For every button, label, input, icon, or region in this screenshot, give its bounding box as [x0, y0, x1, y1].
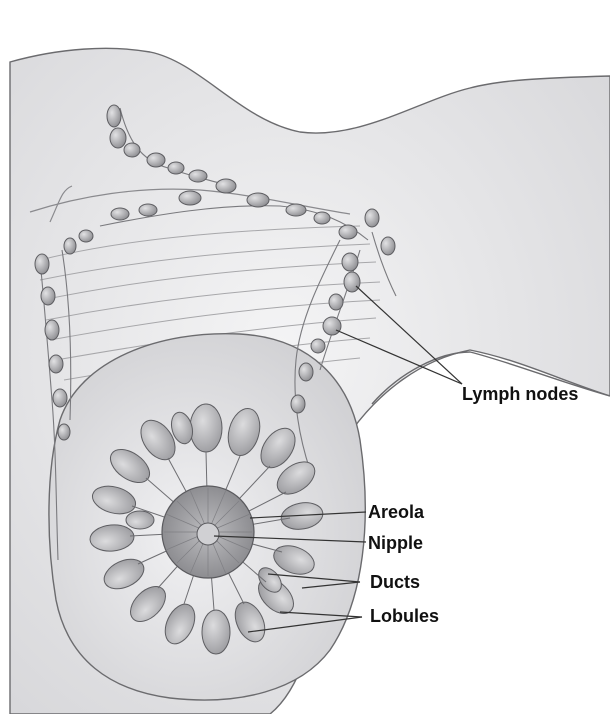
label-lymph-nodes: Lymph nodes	[462, 384, 578, 404]
label-lobules: Lobules	[370, 606, 439, 626]
label-areola: Areola	[368, 502, 425, 522]
label-ducts: Ducts	[370, 572, 420, 592]
nipple	[197, 523, 219, 545]
label-nipple: Nipple	[368, 533, 423, 553]
